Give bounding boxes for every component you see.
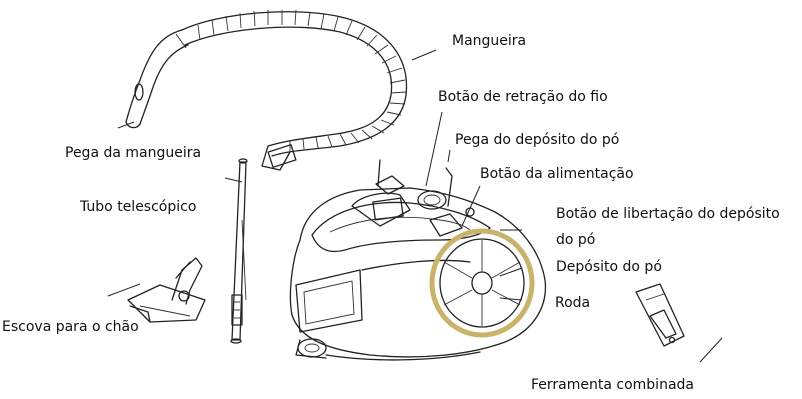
label-telescopic-tube: Tubo telescópico [80,199,197,215]
leader-lines [107,49,723,363]
vacuum-body-drawing [289,159,547,361]
label-dust-release-button-line1: Botão de libertação do depósito [556,206,780,222]
combination-tool-drawing [635,283,685,347]
label-dust-container-handle: Pega do depósito do pó [455,132,620,148]
label-combination-tool: Ferramenta combinada [531,377,694,393]
label-floor-brush: Escova para o chão [2,319,139,335]
label-hose: Mangueira [452,33,527,49]
label-dust-release-button-line2: do pó [556,232,596,248]
label-power-button: Botão da alimentação [480,166,634,182]
label-dust-container: Depósito do pó [556,259,662,275]
label-cord-rewind-button: Botão de retração do fio [438,89,608,105]
hose-drawing [125,9,408,171]
floor-brush-drawing [127,257,206,323]
label-wheel: Roda [555,295,591,311]
label-hose-handle: Pega da mangueira [65,145,202,161]
telescopic-tube-drawing [230,158,248,344]
